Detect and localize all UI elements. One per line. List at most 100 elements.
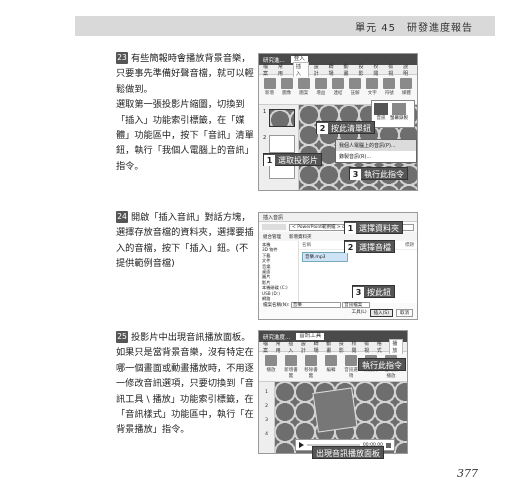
ribbon-button[interactable]: 連結 [331,78,344,96]
step-number: 24 [116,211,128,223]
ribbon-label: 圖案 [299,91,309,96]
dialog-toolbar: 組合管理 新增資料夾 [259,232,417,241]
ribbon-tab[interactable]: 校閱 [351,340,357,354]
ribbon-tab[interactable]: 檢視 [388,63,394,77]
ribbon-button[interactable]: 增益 [314,78,327,96]
ribbon-tab[interactable]: 轉場 [313,340,319,354]
ribbon-tabs: 檔案常用插入設計轉場動畫投影校閱檢視格式播放 [259,339,407,354]
nav-item[interactable]: 網路 [262,296,271,302]
nav-item[interactable]: 本機 [262,242,271,247]
ribbon-button[interactable]: 媒體 [400,78,413,96]
ribbon-tab[interactable]: 檢視 [364,340,370,354]
ribbon-button[interactable]: 編輯 [323,355,339,373]
screenshot-audio-playback: 研究進度... 音訊工具 檔案常用插入設計轉場動畫投影校閱檢視格式播放 播放新增… [258,330,408,454]
volume-icon[interactable] [386,442,391,448]
filename-row: 檔案名稱(N): 音樂 音訊檔案 [263,302,371,308]
ribbon-label: 播放 [266,368,276,373]
ribbon-icon [349,78,362,89]
ribbon-label: 媒體 [401,91,411,96]
ribbon-label: 新增書籤 [284,368,298,379]
slide-thumbnails: 1 2 3 [259,105,299,190]
ribbon-tab[interactable]: 設計 [300,340,306,354]
ribbon-label: 圖像 [282,91,292,96]
insert-button[interactable]: 插入(S) [369,309,393,317]
signin-button[interactable]: 登入 [290,56,308,63]
ribbon-button[interactable]: 圖像 [280,78,293,96]
window-titlebar: 研究進... 登入 [259,54,417,65]
dialog-titlebar: 插入音訊 [259,213,417,222]
filetype-select[interactable]: 音訊檔案 [342,302,371,308]
ribbon-tab[interactable]: 插入 [292,62,309,77]
step-number: 23 [116,52,128,64]
progress-bar[interactable] [307,444,360,446]
slide-canvas: 00:00.00 [275,382,407,453]
ribbon-button[interactable]: 播放 [263,355,279,373]
nav-item[interactable]: 文件 [262,258,271,264]
slide-number[interactable]: 2 [265,404,268,409]
ribbon-icon [265,355,277,366]
ribbon-tab[interactable]: 格式 [376,340,382,354]
ribbon-button[interactable]: 文字 [366,78,379,96]
media-dropdown: 音訊 螢幕錄製 [371,100,415,128]
ribbon-tab[interactable]: 投影 [358,63,364,77]
ribbon-tab[interactable]: 說明 [403,63,409,77]
ribbon-tab[interactable]: 常用 [275,340,281,354]
ribbon-button[interactable]: 移除書籤 [303,355,319,379]
organize-button[interactable]: 組合管理 [263,235,281,240]
ribbon-button[interactable]: 新增 [263,78,276,96]
new-folder-button[interactable]: 新增資料夾 [289,235,312,240]
ribbon-icon [280,78,293,89]
slide-thumb-1[interactable] [269,109,295,127]
nav-item[interactable]: 音樂 [262,263,271,269]
nav-item[interactable]: 下載 [262,252,271,258]
slide-number[interactable]: 3 [265,418,268,423]
ribbon-button[interactable]: 新增書籤 [283,355,299,379]
ribbon-tab[interactable]: 檔案 [263,340,269,354]
file-row-selected[interactable]: 音樂.mp3 [302,252,348,262]
ribbon-tab[interactable]: 轉場 [328,63,334,77]
audio-tools-label: 音訊工具 [296,333,325,340]
ribbon-button[interactable]: 符號 [383,78,396,96]
window-title: 研究進度... [263,334,291,341]
ribbon-tab[interactable]: 動畫 [343,63,349,77]
ribbon-tab[interactable]: 設計 [313,63,319,77]
ribbon-button[interactable]: 音訊選項 [343,355,359,379]
nav-item[interactable]: 圖片 [262,274,271,280]
ribbon-icon [305,355,317,366]
tools-menu[interactable]: 工具(L) [351,310,367,315]
cancel-button[interactable]: 取消 [396,309,413,317]
ribbon-button[interactable]: 圖案 [297,78,310,96]
nav-item[interactable]: 本機磁碟 (C:) [262,285,288,291]
audio-button[interactable]: 音訊 [374,103,388,121]
slide-thumb-2[interactable] [269,135,295,153]
ribbon-tab[interactable]: 校閱 [373,63,379,77]
ribbon-tab[interactable]: 播放 [389,339,404,354]
ribbon-tab[interactable]: 動畫 [326,340,332,354]
ribbon: 新增圖像 圖案增益連結註解文字 符號媒體 [259,75,417,105]
ribbon-tab[interactable]: 常用 [277,63,283,77]
play-icon[interactable] [299,442,304,448]
menu-item-pc-audio[interactable]: 我個人電腦上的音訊(P)... [336,140,416,151]
ribbon-tab[interactable]: 插入 [288,340,294,354]
nav-item[interactable]: USB (D:) [262,290,280,296]
ribbon-tab[interactable]: 投影 [338,340,344,354]
ribbon-label: 文字 [367,91,377,96]
slide-number[interactable]: 4 [265,432,268,437]
slide-number[interactable]: 1 [265,390,268,395]
nav-item[interactable]: 影片 [262,279,271,285]
screen-record-label: 螢幕錄製 [390,116,408,121]
audio-menu: 我個人電腦上的音訊(P)... 錄製音訊(R)... [335,139,417,163]
ribbon-tab[interactable]: 檔案 [263,63,269,77]
nav-arrows[interactable] [262,224,286,230]
nav-item[interactable]: 3D 物件 [262,247,278,253]
ribbon-button[interactable]: 註解 [349,78,362,96]
nav-item[interactable]: 桌面 [262,269,271,275]
screen-record-button[interactable]: 螢幕錄製 [390,103,408,121]
menu-item-record-audio[interactable]: 錄製音訊(R)... [339,154,372,160]
filename-input[interactable]: 音樂 [290,302,341,308]
